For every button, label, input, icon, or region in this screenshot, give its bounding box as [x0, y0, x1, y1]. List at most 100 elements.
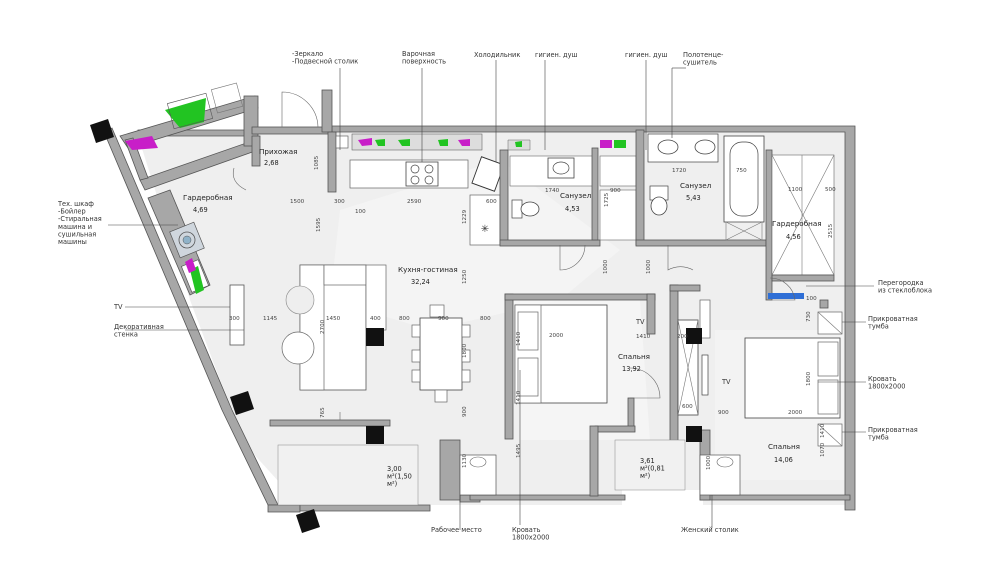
dim-2000b: 2000	[788, 410, 803, 416]
callout-mirror-table: -Зеркало-Подвесной столик	[292, 50, 358, 66]
room-area-kitchen: 32,24	[411, 278, 430, 286]
dim-400: 400	[370, 316, 381, 322]
dim-600b: 600	[682, 404, 693, 410]
tv-label-bedroom-2: TV	[721, 378, 731, 386]
callout-hyg-shower-1: гигиен. душ	[535, 51, 578, 59]
left-wardrobe-structure	[119, 82, 259, 296]
dim-900c: 900	[718, 410, 729, 416]
callout-hyg-shower-2: гигиен. душ	[625, 51, 668, 59]
dim-1410b: 1410	[516, 331, 522, 346]
dim-1740: 1740	[545, 188, 560, 194]
kitchen-counters: ✳	[349, 133, 505, 246]
dim-1100: 1100	[788, 187, 803, 193]
room-name-bedroom-2: Спальня	[768, 442, 800, 451]
dim-765: 765	[320, 407, 326, 418]
magenta-marker	[125, 136, 158, 150]
room-area-bedroom-1: 13,92	[622, 365, 641, 373]
dim-1000c: 1000	[706, 455, 712, 470]
callout-towel-dryer: Полотенце-сушитель	[683, 51, 724, 67]
dim-2700: 2700	[320, 319, 326, 334]
green-marker	[165, 98, 206, 128]
callout-fridge: Холодильник	[474, 51, 520, 59]
room-name-bath-2: Санузел	[680, 181, 711, 190]
room-area-wardrobe-right: 4,56	[786, 233, 801, 241]
bathroom-1-structure	[499, 139, 637, 271]
dim-800a: 800	[399, 316, 410, 322]
tv-label-bedroom-1: TV	[635, 318, 645, 326]
exterior-walls	[103, 125, 856, 513]
dim-900d: 900	[462, 406, 468, 417]
bathroom-2-structure	[635, 129, 767, 271]
dim-1720: 1720	[672, 168, 687, 174]
interior-walls	[269, 284, 829, 501]
hall-structure	[232, 89, 349, 193]
dim-1410c: 1410	[516, 390, 522, 405]
dim-750: 750	[736, 168, 747, 174]
dim-1410d: 1410	[820, 423, 826, 438]
dim-1000b: 1000	[646, 259, 652, 274]
dim-300: 300	[334, 199, 345, 205]
room-area-wardrobe-left: 4,69	[193, 206, 208, 214]
room-area-hall: 2,68	[264, 159, 279, 167]
dim-800b: 800	[480, 316, 491, 322]
dim-900a: 900	[610, 188, 621, 194]
room-area-bath-2: 5,43	[686, 194, 701, 202]
room-name-wardrobe-right: Гардеробная	[772, 219, 822, 228]
dim-300b: 300	[229, 316, 240, 322]
dim-1495: 1495	[516, 443, 522, 458]
dim-2000a: 2000	[549, 333, 564, 339]
dim-2590: 2590	[407, 199, 422, 205]
glass-block-partition	[768, 293, 804, 299]
dim-1410a: 1410	[636, 334, 651, 340]
callout-vanity: Женский столик	[681, 526, 739, 534]
dim-1085: 1085	[314, 155, 320, 170]
dim-900b: 900	[438, 316, 449, 322]
dim-730: 730	[806, 311, 812, 322]
dim-1500: 1500	[290, 199, 305, 205]
dim-1070: 1070	[820, 442, 826, 457]
room-name-hall: Прихожая	[259, 147, 298, 156]
dim-1130: 1130	[462, 453, 468, 468]
dim-100a: 100	[355, 209, 366, 215]
dim-600: 600	[486, 199, 497, 205]
dim-1145: 1145	[263, 316, 278, 322]
dim-200: 200	[677, 334, 688, 340]
bedroom-1-furniture	[514, 304, 709, 416]
dim-500: 500	[825, 187, 836, 193]
dim-1250: 1250	[462, 269, 468, 284]
svg-text:✳: ✳	[481, 224, 489, 235]
dim-1800a: 1800	[462, 343, 468, 358]
room-labels: Прихожая 2,68 Гардеробная 4,69 Кухня-гос…	[183, 147, 822, 488]
room-name-bedroom-1: Спальня	[618, 352, 650, 361]
balcony-furniture	[277, 439, 741, 506]
dim-1450: 1450	[326, 316, 341, 322]
callout-tv: TV	[113, 303, 123, 311]
room-name-kitchen: Кухня-гостиная	[398, 265, 458, 274]
dim-1725: 1725	[604, 192, 610, 207]
structural-columns	[90, 119, 702, 533]
dimension-labels: 1085 1500 300 100 2590 600 1740 900 1720…	[229, 155, 836, 470]
dim-2515: 2515	[828, 223, 834, 238]
room-area-bath-1: 4,53	[565, 205, 580, 213]
dim-1229: 1229	[462, 209, 468, 224]
bedroom-2-furniture	[699, 299, 843, 447]
callout-workplace: Рабочее место	[431, 526, 482, 534]
right-wardrobe-structure	[765, 149, 835, 301]
room-name-wardrobe-left: Гардеробная	[183, 193, 233, 202]
dim-1800b: 1800	[806, 371, 812, 386]
dim-1595: 1595	[316, 217, 322, 232]
callout-leaders	[108, 60, 874, 530]
dim-100b: 100	[806, 296, 817, 302]
dim-1000a: 1000	[603, 259, 609, 274]
